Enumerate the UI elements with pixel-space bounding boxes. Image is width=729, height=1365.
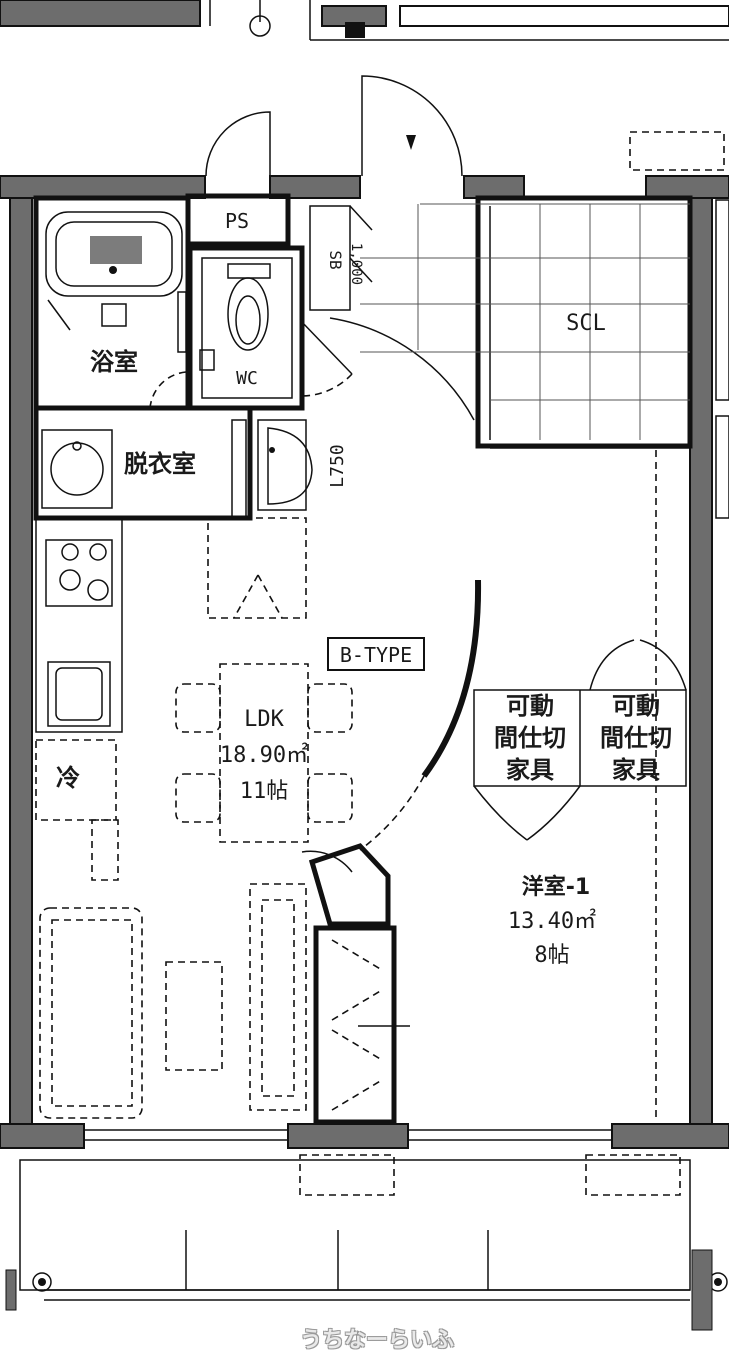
western-room-area: 13.40㎡	[508, 908, 596, 934]
bath-label: 浴室	[90, 348, 138, 376]
sb-label: SB	[326, 250, 345, 269]
ldk-area: 18.90㎡	[220, 742, 308, 768]
shoe-box	[309, 205, 373, 311]
curved-sliding-partition	[359, 579, 482, 851]
storage-closet	[360, 195, 693, 449]
partition-left-line1: 可動	[506, 692, 554, 720]
ps-door	[205, 111, 271, 177]
center-closet	[301, 843, 410, 1125]
plan-type-label: B-TYPE	[340, 643, 412, 667]
toilet-room	[187, 245, 353, 411]
wc-label: WC	[236, 368, 258, 389]
ldk-furniture	[39, 517, 353, 1119]
sb-dimension: 1,000	[348, 243, 364, 285]
watermark: うちなーらいふ	[300, 1328, 455, 1353]
partition-left-line3: 家具	[506, 756, 554, 784]
western-room-tatami: 8帖	[534, 943, 569, 968]
top-neighbour-fragment	[0, 0, 729, 41]
hall-door-swing	[329, 317, 475, 421]
ldk-name: LDK	[244, 707, 284, 732]
fridge-label: 冷	[56, 764, 80, 792]
partition-left-line2: 間仕切	[494, 724, 566, 752]
outer-walls	[0, 175, 729, 1149]
ps-label: PS	[225, 209, 249, 233]
ldk-tatami: 11帖	[240, 779, 289, 804]
balcony	[5, 1154, 728, 1331]
partition-right-line1: 可動	[612, 692, 660, 720]
dressing-room-label: 脱衣室	[124, 450, 196, 478]
partition-right-line2: 間仕切	[600, 724, 672, 752]
western-room-name: 洋室-1	[522, 874, 590, 900]
ac-unit-outline	[629, 131, 725, 171]
bathroom	[33, 195, 191, 411]
scl-label: SCL	[566, 311, 606, 336]
plan-type-box	[327, 637, 425, 671]
partition-right-line3: 家具	[612, 756, 660, 784]
vanity-dimension: L750	[327, 444, 348, 487]
right-neighbour-fragment	[715, 199, 729, 401]
kitchen	[35, 517, 123, 821]
entrance-door	[361, 75, 463, 177]
movable-partition-furniture	[473, 450, 687, 1118]
dressing-room	[33, 405, 313, 521]
right-neighbour-fragment-2	[715, 415, 729, 519]
